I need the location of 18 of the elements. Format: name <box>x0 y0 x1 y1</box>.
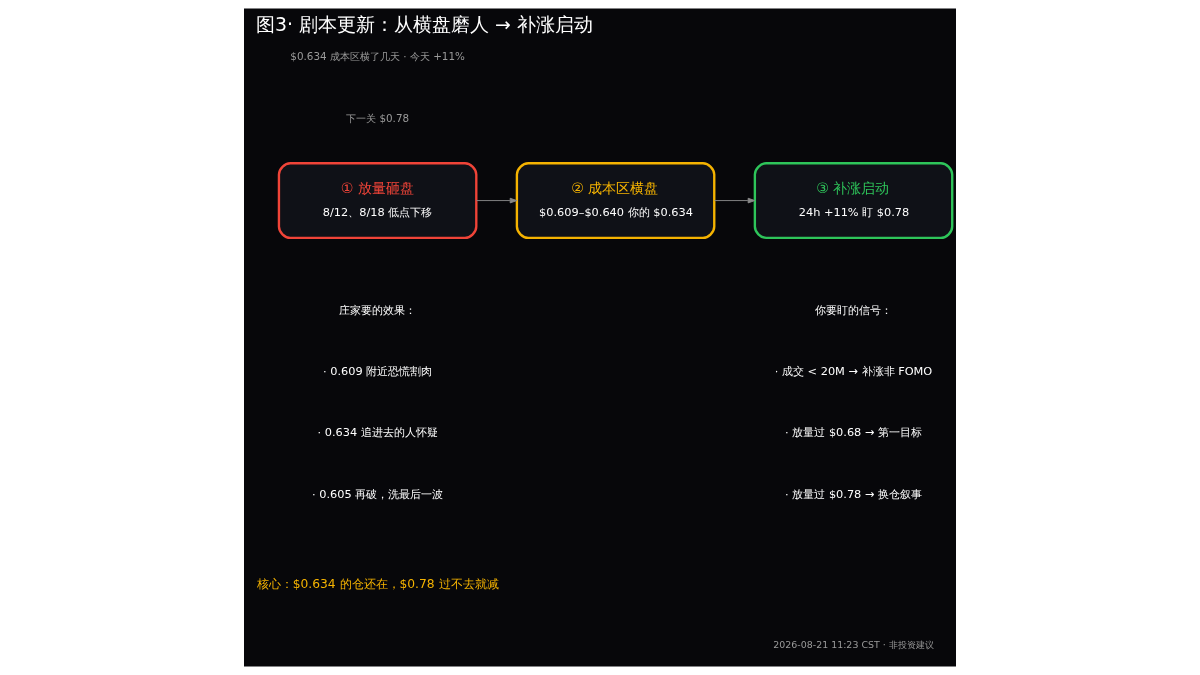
diagram-title: 图3· 剧本更新：从横盘磨人 → 补涨启动 <box>255 13 593 36</box>
label: $0.634 成本区横了几天 · 今天 +11% <box>290 50 465 63</box>
label: · 0.609 附近恐慌割肉 <box>323 363 433 378</box>
label: · 放量过 $0.68 → 第一目标 <box>785 425 923 440</box>
label: 核心：$0.634 的仓还在，$0.78 过不去就减 <box>256 576 499 591</box>
label: 2026-08-21 11:23 CST · 非投资建议 <box>773 639 934 651</box>
node-box: ③ 补涨启动 24h +11% 盯 $0.78 <box>753 162 954 240</box>
label: 下一关 $0.78 <box>346 111 410 124</box>
label: 庄家要的效果： <box>339 302 417 317</box>
label: · 放量过 $0.78 → 换仓叙事 <box>785 486 923 501</box>
arrow <box>714 197 756 204</box>
label: · 0.605 再破，洗最后一波 <box>312 486 444 501</box>
label: · 0.634 追进去的人怀疑 <box>317 425 438 440</box>
arrow <box>476 197 518 204</box>
node-box: ② 成本区横盘 $0.609–$0.640 你的 $0.634 <box>515 162 716 240</box>
label: · 成交 < 20M → 补涨非 FOMO <box>774 363 933 378</box>
label: 你要盯的信号： <box>815 302 893 317</box>
node-box: ① 放量砸盘 8/12、8/18 低点下移 <box>277 162 478 240</box>
